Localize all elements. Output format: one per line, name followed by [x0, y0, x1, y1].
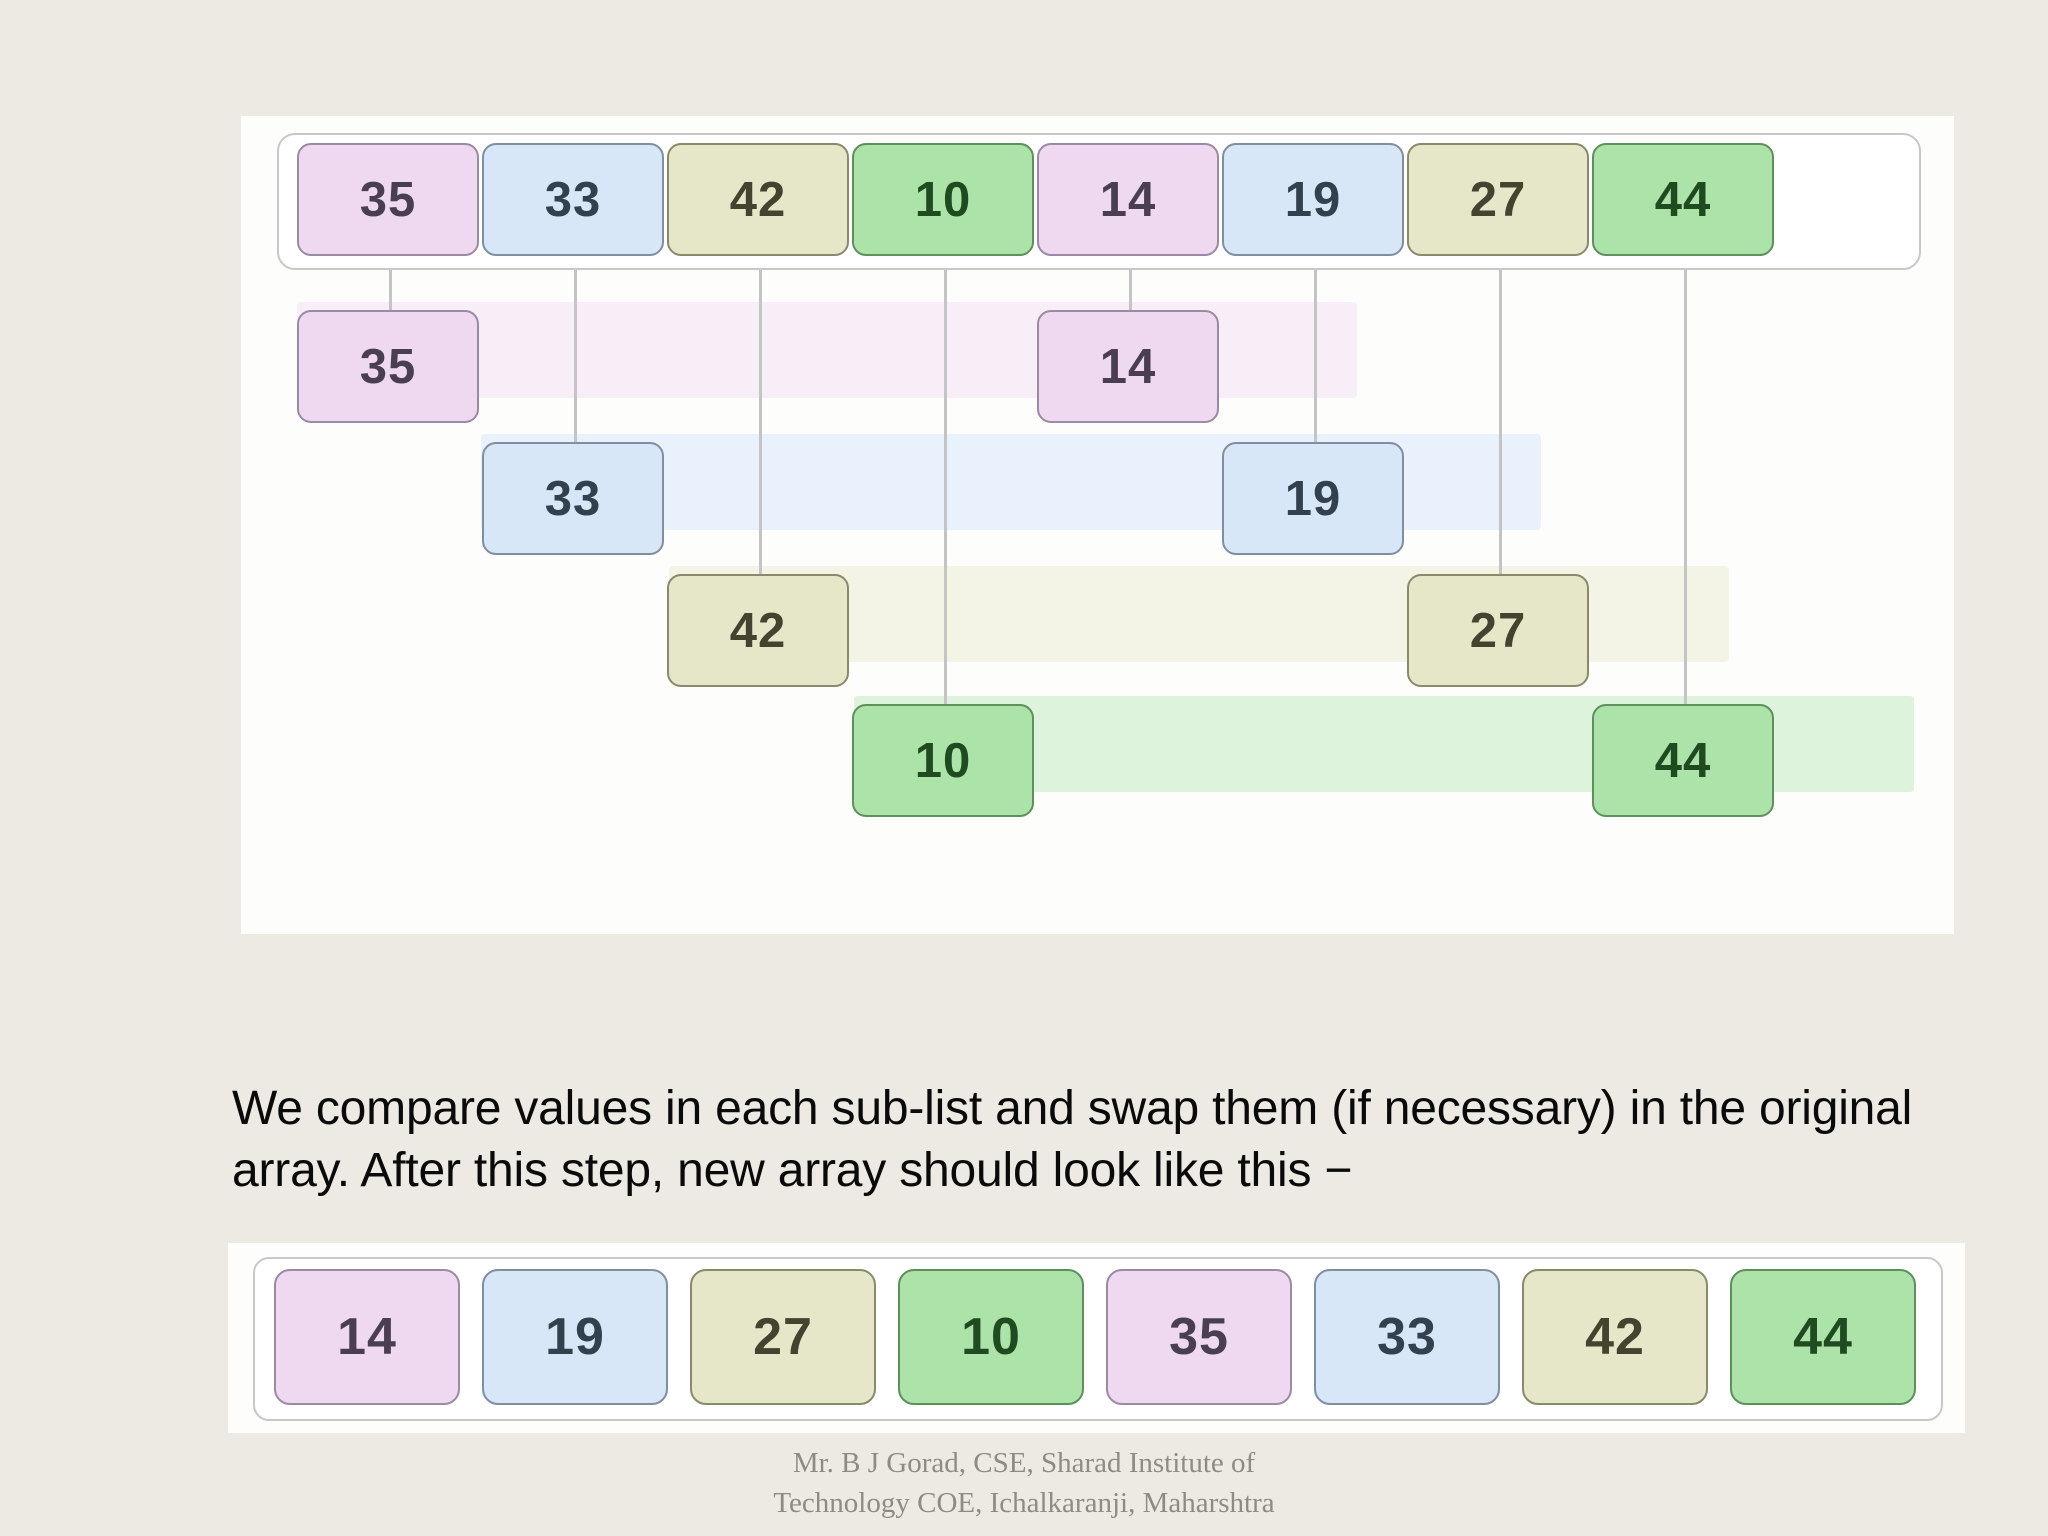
result-cell-0[interactable]: 14: [274, 1269, 460, 1405]
sublist-yellow-left[interactable]: 42: [667, 574, 849, 687]
result-cell-7[interactable]: 44: [1730, 1269, 1916, 1405]
connector-line-27: [1499, 266, 1502, 602]
connector-line-44: [1684, 266, 1687, 732]
source-cell-2[interactable]: 42: [667, 143, 849, 256]
source-cell-5[interactable]: 19: [1222, 143, 1404, 256]
footer-credit: Mr. B J Gorad, CSE, Sharad Institute of …: [0, 1443, 2048, 1523]
sublist-pink-left[interactable]: 35: [297, 310, 479, 423]
result-cell-1[interactable]: 19: [482, 1269, 668, 1405]
connector-line-14: [1129, 266, 1132, 338]
explanation-caption: We compare values in each sub-list and s…: [232, 1082, 1913, 1198]
source-cell-7[interactable]: 44: [1592, 143, 1774, 256]
result-cell-5[interactable]: 33: [1314, 1269, 1500, 1405]
sublist-pink-right[interactable]: 14: [1037, 310, 1219, 423]
connector-line-35: [389, 266, 392, 338]
connector-line-19: [1314, 266, 1317, 470]
sublist-green-right[interactable]: 44: [1592, 704, 1774, 817]
result-cell-3[interactable]: 10: [898, 1269, 1084, 1405]
result-cell-6[interactable]: 42: [1522, 1269, 1708, 1405]
source-cell-4[interactable]: 14: [1037, 143, 1219, 256]
source-cell-6[interactable]: 27: [1407, 143, 1589, 256]
source-cell-0[interactable]: 35: [297, 143, 479, 256]
result-cell-2[interactable]: 27: [690, 1269, 876, 1405]
sublist-blue-left[interactable]: 33: [482, 442, 664, 555]
connector-line-33: [574, 266, 577, 470]
source-cell-1[interactable]: 33: [482, 143, 664, 256]
result-cell-4[interactable]: 35: [1106, 1269, 1292, 1405]
source-cell-3[interactable]: 10: [852, 143, 1034, 256]
result-array-panel: 14 19 27 10 35 33 42 44: [228, 1243, 1965, 1433]
connector-line-10: [944, 266, 947, 732]
shell-sort-diagram-panel: 35 33 42 10 14 19 27 44 35 14 33 19 42 2…: [241, 116, 1954, 934]
sublist-green-left[interactable]: 10: [852, 704, 1034, 817]
footer-line-2: Technology COE, Ichalkaranji, Maharshtra: [773, 1487, 1275, 1520]
footer-line-1: Mr. B J Gorad, CSE, Sharad Institute of: [792, 1447, 1256, 1479]
connector-line-42: [759, 266, 762, 602]
sublist-yellow-right[interactable]: 27: [1407, 574, 1589, 687]
sublist-blue-right[interactable]: 19: [1222, 442, 1404, 555]
